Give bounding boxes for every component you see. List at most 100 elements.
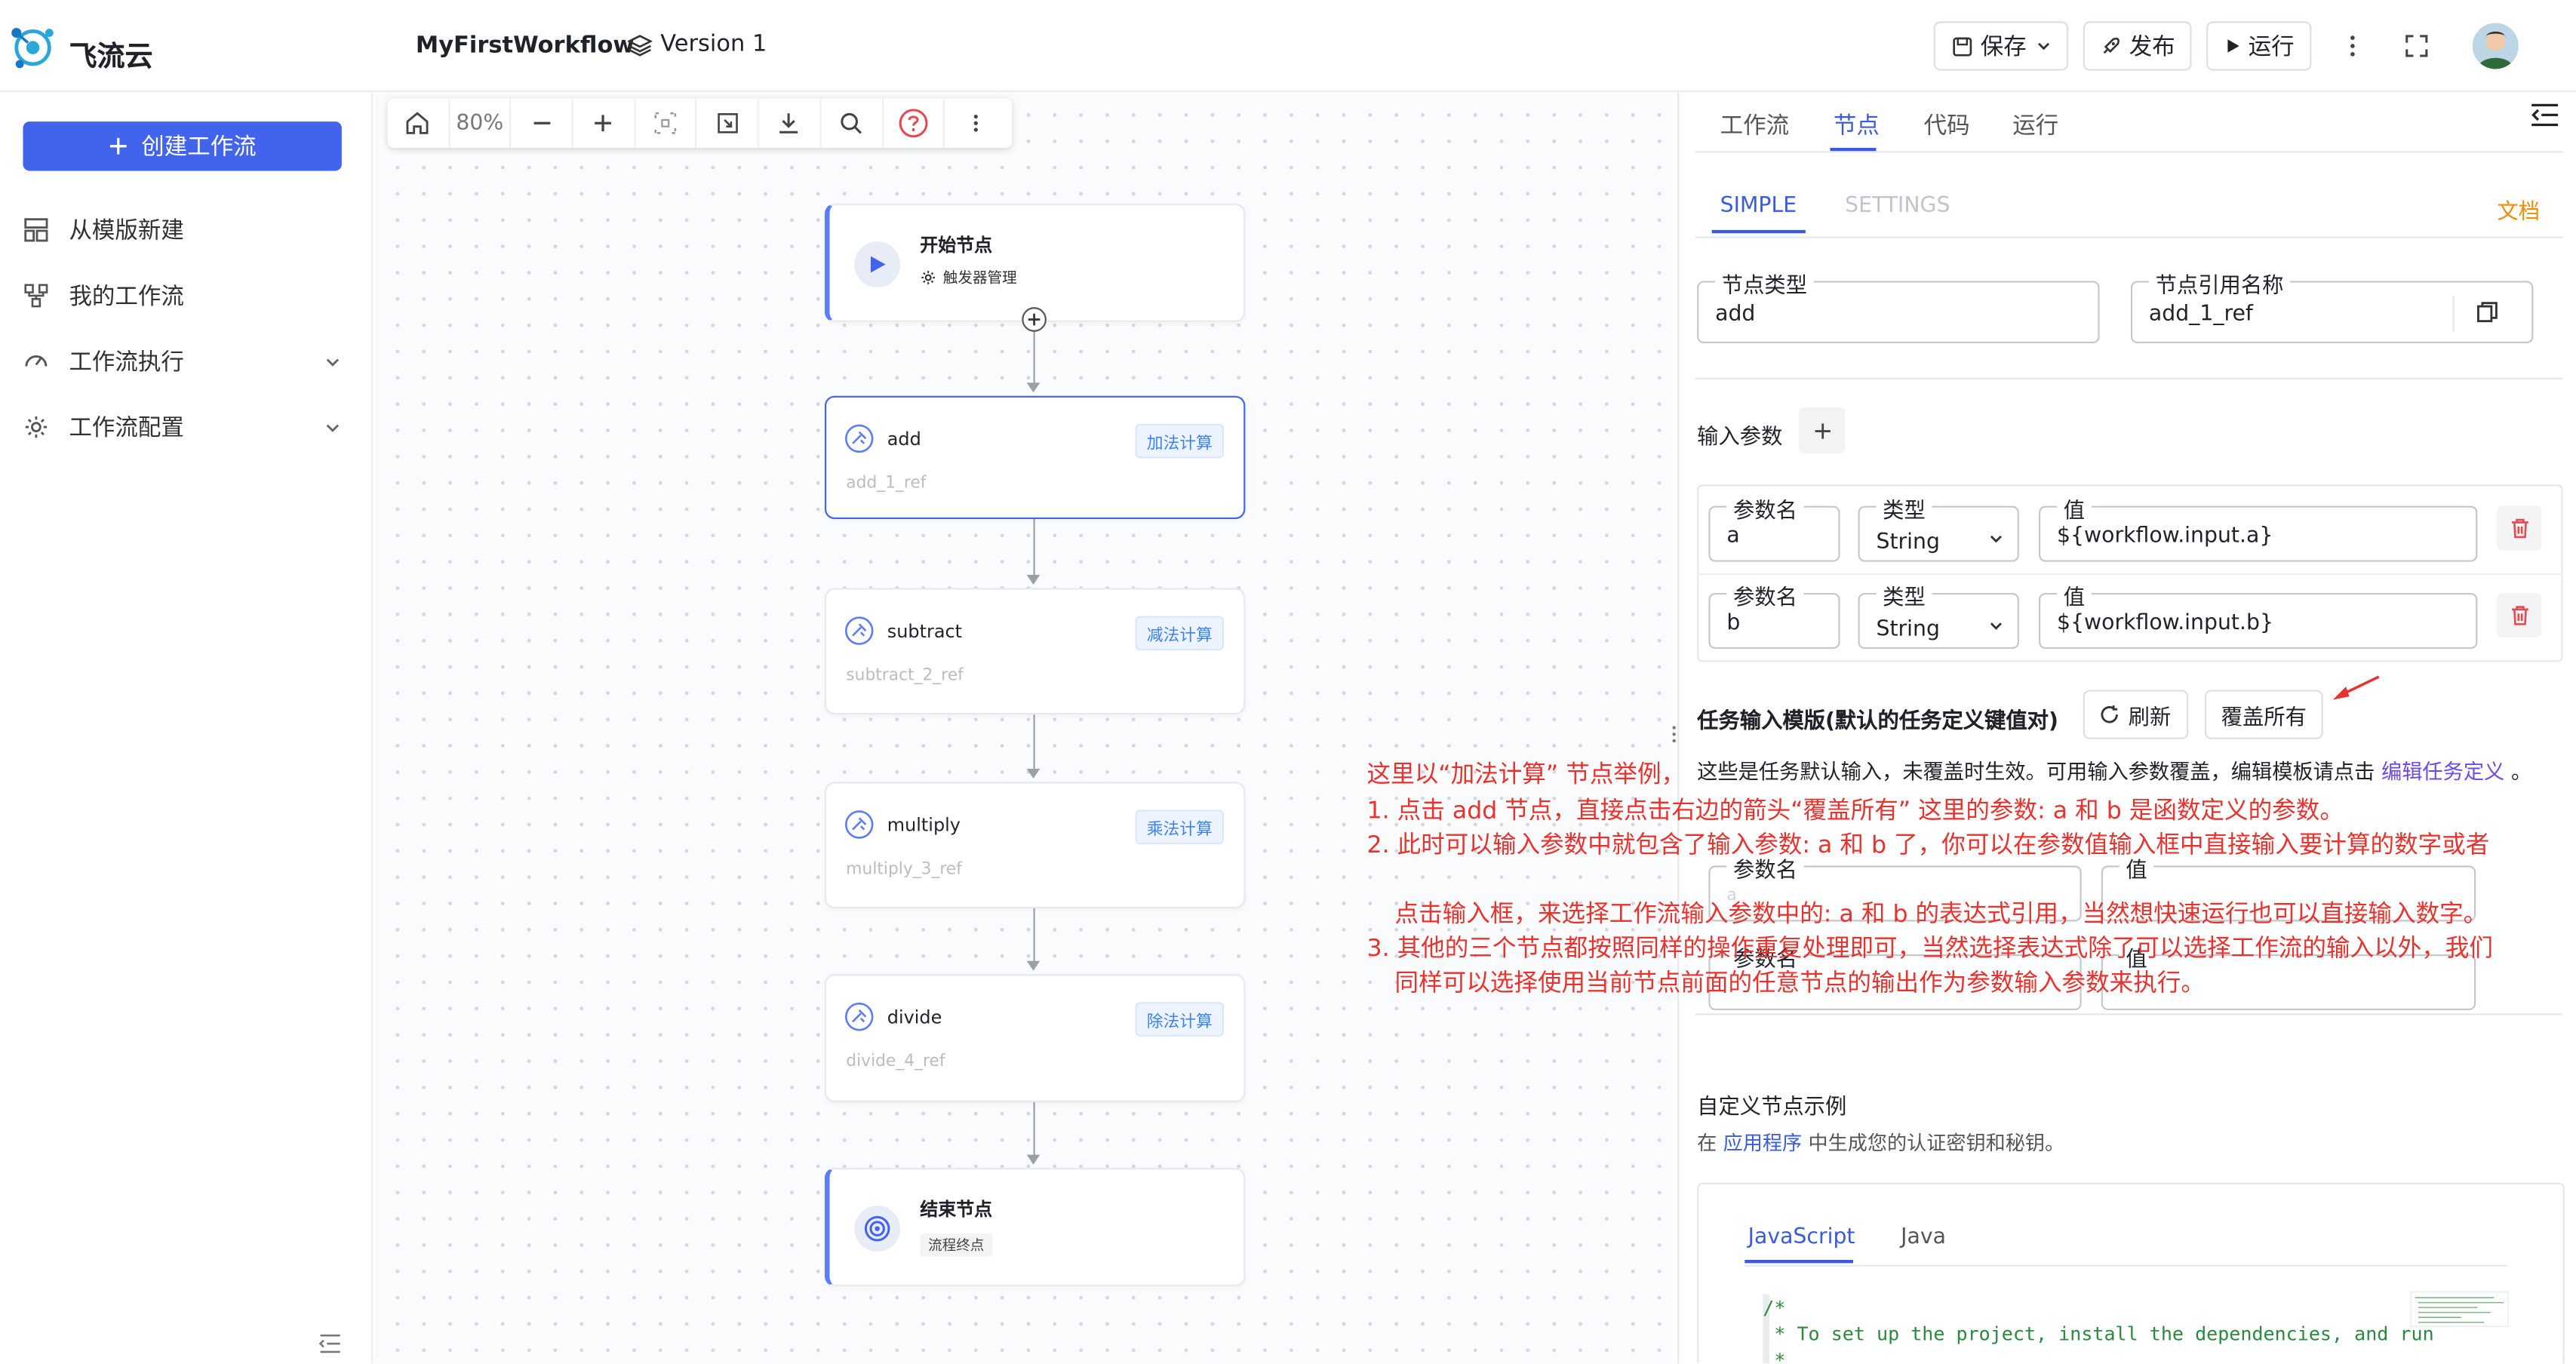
create-workflow-button[interactable]: 创建工作流 <box>23 121 342 171</box>
fullscreen-icon[interactable] <box>2403 33 2430 60</box>
minus-icon <box>530 112 553 134</box>
download-button[interactable] <box>759 98 822 148</box>
sidebar: 创建工作流 从模版新建 我的工作流 工作流执行 工作流配置 <box>0 91 373 1364</box>
node-ref: add_1_ref <box>846 475 927 493</box>
divider <box>1695 236 2563 238</box>
custom-node-title: 自定义节点示例 <box>1697 1095 1847 1120</box>
home-icon <box>404 110 431 137</box>
multiply-node[interactable]: multiply 乘法计算 multiply_3_ref <box>825 782 1246 909</box>
copy-icon[interactable] <box>2476 300 2498 323</box>
zoom-level: 80% <box>450 98 512 148</box>
application-link[interactable]: 应用程序 <box>1723 1132 1803 1155</box>
node-ref: subtract_2_ref <box>846 666 964 685</box>
collapse-sidebar-icon[interactable] <box>318 1334 341 1353</box>
param-name-field[interactable]: 参数名 a <box>1708 493 1840 562</box>
save-button[interactable]: 保存 <box>1933 21 2069 71</box>
tab-node[interactable]: 节点 <box>1833 113 1880 140</box>
function-icon <box>844 1002 874 1031</box>
gear-icon <box>23 414 49 441</box>
help-button[interactable] <box>883 98 945 148</box>
canvas-toolbar: 80% <box>387 98 1013 148</box>
param-type-select[interactable]: 类型 String <box>1858 493 2019 562</box>
param-value-field[interactable]: 值 ${workflow.input.b} <box>2039 579 2478 650</box>
sidebar-item-executions[interactable]: 工作流执行 <box>23 342 351 381</box>
end-node[interactable]: 结束节点 流程终点 <box>825 1168 1246 1286</box>
delete-param-button[interactable] <box>2497 505 2542 551</box>
annotation-line: 1. 点击 add 节点，直接点击右边的箭头“覆盖所有” 这里的参数: a 和 … <box>1366 798 2344 825</box>
subtab-simple[interactable]: SIMPLE <box>1720 193 1797 219</box>
override-all-button[interactable]: 覆盖所有 <box>2204 690 2323 739</box>
workflow-title[interactable]: MyFirstWorkflow <box>415 32 635 60</box>
subtab-indicator <box>1711 229 1806 234</box>
run-button[interactable]: 运行 <box>2206 21 2312 71</box>
more-button[interactable] <box>945 99 1007 148</box>
param-value-label: 值 <box>2119 852 2154 884</box>
target-icon <box>854 1206 901 1252</box>
zoom-out-button[interactable] <box>512 98 574 148</box>
add-node-button[interactable] <box>1022 307 1047 332</box>
publish-button[interactable]: 发布 <box>2083 21 2192 71</box>
start-node[interactable]: 开始节点 触发器管理 <box>825 203 1246 322</box>
play-icon <box>2224 38 2240 54</box>
code-line: /* <box>1763 1295 1786 1319</box>
divide-node[interactable]: divide 除法计算 divide_4_ref <box>825 974 1246 1102</box>
code-tab-javascript[interactable]: JavaScript <box>1748 1225 1855 1250</box>
template-param-name-field[interactable]: 参数名 <box>1708 941 2082 1011</box>
sidebar-item-template[interactable]: 从模版新建 <box>23 210 351 250</box>
docs-link[interactable]: 文档 <box>2497 200 2541 226</box>
param-value: ${workflow.input.b} <box>2056 610 2273 636</box>
tab-indicator <box>1830 147 1877 152</box>
annotation-line: 3. 其他的三个节点都按照同样的操作重复处理即可，当然选择表达式除了可以选择工作… <box>1366 936 2493 963</box>
resize-handle[interactable] <box>1671 723 1677 745</box>
tab-workflow[interactable]: 工作流 <box>1720 113 1790 140</box>
version-label: Version 1 <box>660 31 767 58</box>
override-all-label: 覆盖所有 <box>2221 705 2307 730</box>
save-icon <box>1951 35 1972 57</box>
more-vertical-icon[interactable] <box>2341 29 2364 63</box>
version-selector[interactable]: Version 1 <box>627 31 767 58</box>
trigger-manager-link[interactable]: 触发器管理 <box>920 266 1017 287</box>
plus-icon <box>592 112 615 134</box>
node-tag: 除法计算 <box>1135 1002 1225 1037</box>
refresh-button[interactable]: 刷新 <box>2083 690 2189 739</box>
param-type-select[interactable]: 类型 String <box>1858 579 2019 650</box>
ref-name-label: 节点引用名称 <box>2148 267 2291 300</box>
ref-name-field[interactable]: 节点引用名称 add_1_ref <box>2130 267 2534 344</box>
layout-button[interactable] <box>697 98 760 148</box>
delete-param-button[interactable] <box>2497 593 2542 637</box>
edit-task-definition-link[interactable]: 编辑任务定义 <box>2381 758 2505 784</box>
node-type-field[interactable]: 节点类型 add <box>1697 267 2100 344</box>
param-name-field[interactable]: 参数名 b <box>1708 579 1840 650</box>
ref-name-value: add_1_ref <box>2148 302 2253 327</box>
zoom-in-button[interactable] <box>573 98 636 148</box>
code-line: * <box>1763 1348 1786 1364</box>
node-tag: 加法计算 <box>1135 423 1225 459</box>
template-param-value-field[interactable]: 值 <box>2101 852 2476 922</box>
app-name: 飞流云 <box>69 41 153 74</box>
avatar[interactable] <box>2472 23 2519 69</box>
param-value-field[interactable]: 值 ${workflow.input.a} <box>2039 493 2478 562</box>
template-param-value-field[interactable]: 值 <box>2101 941 2476 1011</box>
fit-view-icon <box>654 112 677 134</box>
template-desc: 这些是任务默认输入，未覆盖时生效。可用输入参数覆盖，编辑模板请点击 编辑任务定义… <box>1697 757 2568 787</box>
template-icon <box>23 217 49 243</box>
code-tab-java[interactable]: Java <box>1901 1225 1946 1250</box>
gear-icon <box>920 269 936 285</box>
home-button[interactable] <box>388 98 450 148</box>
search-button[interactable] <box>821 98 884 148</box>
collapse-panel-icon[interactable] <box>2530 102 2559 128</box>
plus-icon <box>1027 312 1042 327</box>
template-param-name-field[interactable]: 参数名 a <box>1708 852 2082 922</box>
tab-code[interactable]: 代码 <box>1923 113 1970 140</box>
add-node[interactable]: add 加法计算 add_1_ref <box>825 395 1246 520</box>
workflow-icon <box>23 282 49 309</box>
sidebar-item-my-workflows[interactable]: 我的工作流 <box>23 276 351 315</box>
subtab-settings[interactable]: SETTINGS <box>1845 193 1950 219</box>
add-param-button[interactable] <box>1799 407 1846 453</box>
template-desc-end: 。 <box>2511 758 2532 784</box>
sidebar-item-config[interactable]: 工作流配置 <box>23 407 351 447</box>
plus-icon <box>1811 419 1832 441</box>
subtract-node[interactable]: subtract 减法计算 subtract_2_ref <box>825 588 1246 715</box>
tab-run[interactable]: 运行 <box>2012 113 2059 140</box>
fit-view-button[interactable] <box>635 98 698 148</box>
